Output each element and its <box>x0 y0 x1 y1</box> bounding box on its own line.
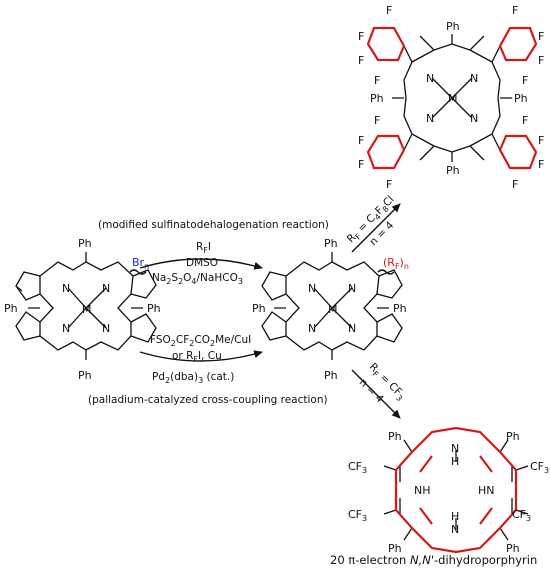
f-3: F <box>358 54 364 67</box>
f-4: F <box>374 74 380 87</box>
cond-top-3: Na2S2O4/NaHCO3 <box>152 272 243 286</box>
f-9: F <box>374 114 380 127</box>
arrow-up-right <box>351 203 401 253</box>
arrow-bottom <box>139 350 263 362</box>
cond-top-1: RFI <box>196 241 211 255</box>
dhp-cf3-3: CF3 <box>530 460 549 475</box>
benzo-ring-bl <box>366 134 406 170</box>
note-top: (modified sulfinatodehalogenation reacti… <box>98 219 329 231</box>
starting-porphyrin <box>15 252 157 360</box>
arrow-top <box>139 258 263 270</box>
f-2: F <box>358 30 364 43</box>
dhp-cf3-2: CF3 <box>348 508 367 523</box>
tbp-n-2: N <box>470 72 478 85</box>
cond-bottom-3: Pd2(dba)3 (cat.) <box>152 371 234 385</box>
dihydroporphyrin-conjugation <box>394 426 518 554</box>
dhp-ph-bl: Ph <box>388 542 402 555</box>
tetrabenzoporphyrin <box>392 34 512 162</box>
start-ph-right: Ph <box>147 302 161 315</box>
mid-n-1: N <box>308 282 316 295</box>
dhp-h-bottom: H <box>451 510 459 523</box>
start-n-1: N <box>62 282 70 295</box>
start-n-2: N <box>102 282 110 295</box>
f-7: F <box>538 54 544 67</box>
dihydroporphyrin-bonds <box>383 439 529 541</box>
mid-n-4: N <box>348 322 356 335</box>
start-ph-top: Ph <box>78 237 92 250</box>
arrow-down-label: RF = CF3 n = 4 <box>357 361 404 406</box>
benzo-ring-tr <box>498 26 538 62</box>
start-n-4: N <box>102 322 110 335</box>
tbp-ph-bottom: Ph <box>446 164 460 177</box>
tbp-m: M <box>448 92 458 105</box>
arrow-up-label: RF = C4F8Cl n = 4 <box>345 194 397 249</box>
dhp-n-top: N <box>451 442 459 455</box>
f-13: F <box>522 114 528 127</box>
dhp-nh-left: NH <box>414 484 431 497</box>
tbp-n-1: N <box>426 72 434 85</box>
mid-ph-bottom: Ph <box>324 369 338 382</box>
mid-ph-top: Ph <box>324 237 338 250</box>
dhp-n-bottom: N <box>451 523 459 536</box>
tbp-ph-right: Ph <box>514 92 528 105</box>
arrow-down-right <box>351 369 401 419</box>
cond-bottom-1: FSO2CF2CO2Me/CuI <box>150 334 251 348</box>
benzo-rings <box>366 26 538 170</box>
f-16: F <box>512 178 518 191</box>
dhp-ph-br: Ph <box>506 542 520 555</box>
dhp-hn-right: HN <box>478 484 495 497</box>
mid-n-2: N <box>348 282 356 295</box>
rf-porphyrin <box>261 252 403 360</box>
dhp-caption: 20 π-electron N,N'-dihydroporphyrin <box>330 553 537 567</box>
start-m: M <box>82 303 92 316</box>
cond-bottom-2: or RFI, Cu <box>172 350 222 364</box>
f-12: F <box>386 178 392 191</box>
dhp-ph-tl: Ph <box>388 430 402 443</box>
mid-ph-left: Ph <box>252 302 266 315</box>
start-br-label: Brn <box>132 256 149 271</box>
mid-n-3: N <box>308 322 316 335</box>
mid-ph-right: Ph <box>393 302 407 315</box>
start-n-3: N <box>62 322 70 335</box>
dhp-h-top: H <box>451 455 459 468</box>
f-14: F <box>538 134 544 147</box>
dhp-ph-tr: Ph <box>506 430 520 443</box>
f-15: F <box>538 158 544 171</box>
tbp-ph-left: Ph <box>370 92 384 105</box>
mid-m: M <box>328 303 338 316</box>
cond-top-2: DMSO <box>186 257 218 269</box>
f-5: F <box>512 4 518 17</box>
benzo-ring-tl <box>366 26 406 62</box>
tbp-n-3: N <box>426 112 434 125</box>
mid-rf-label: (RF)n <box>383 256 409 271</box>
f-11: F <box>358 158 364 171</box>
tbp-ph-top: Ph <box>446 20 460 33</box>
dhp-cf3-4: CF3 <box>512 508 531 523</box>
benzo-ring-br <box>498 134 538 170</box>
start-ph-left: Ph <box>4 302 18 315</box>
f-6: F <box>538 30 544 43</box>
f-10: F <box>358 134 364 147</box>
tbp-n-4: N <box>470 112 478 125</box>
note-bottom: (palladium-catalyzed cross-coupling reac… <box>88 394 328 406</box>
dhp-cf3-1: CF3 <box>348 460 367 475</box>
start-ph-bottom: Ph <box>78 369 92 382</box>
f-1: F <box>386 4 392 17</box>
f-8: F <box>522 74 528 87</box>
